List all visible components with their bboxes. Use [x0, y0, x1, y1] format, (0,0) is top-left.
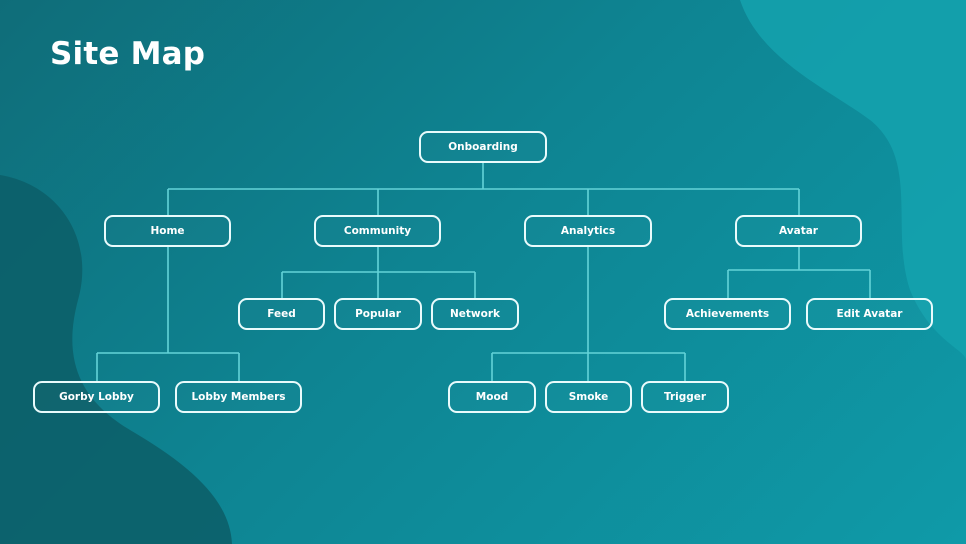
- node-network[interactable]: Network: [431, 298, 519, 330]
- background-blob-bottom-left: [0, 175, 232, 544]
- node-community[interactable]: Community: [314, 215, 441, 247]
- page-title: Site Map: [50, 36, 206, 72]
- node-analytics[interactable]: Analytics: [524, 215, 652, 247]
- node-lobby-members[interactable]: Lobby Members: [175, 381, 302, 413]
- node-feed[interactable]: Feed: [238, 298, 325, 330]
- node-edit-avatar[interactable]: Edit Avatar: [806, 298, 933, 330]
- background-blob-top-right: [740, 0, 966, 360]
- node-achievements[interactable]: Achievements: [664, 298, 791, 330]
- node-popular[interactable]: Popular: [334, 298, 422, 330]
- node-home[interactable]: Home: [104, 215, 231, 247]
- node-gorby-lobby[interactable]: Gorby Lobby: [33, 381, 160, 413]
- node-avatar[interactable]: Avatar: [735, 215, 862, 247]
- node-smoke[interactable]: Smoke: [545, 381, 632, 413]
- node-mood[interactable]: Mood: [448, 381, 536, 413]
- node-onboarding[interactable]: Onboarding: [419, 131, 547, 163]
- node-trigger[interactable]: Trigger: [641, 381, 729, 413]
